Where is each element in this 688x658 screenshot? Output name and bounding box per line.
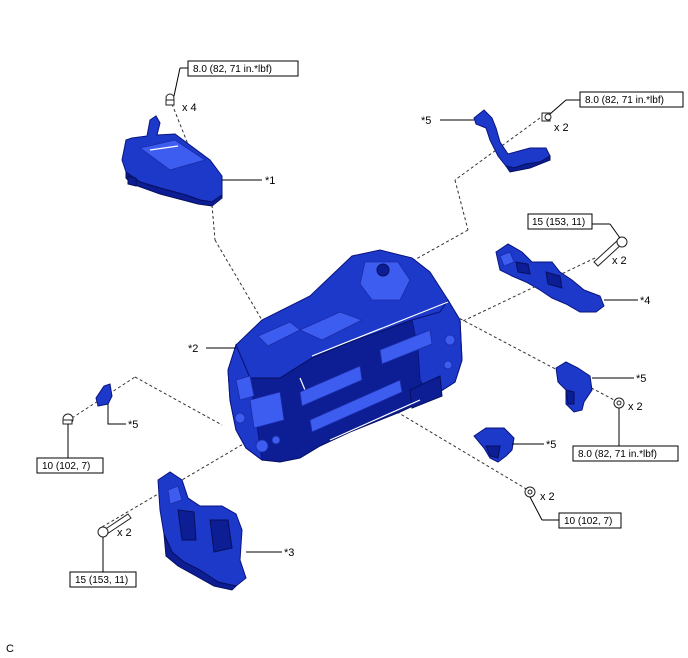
assembly-lines — [71, 103, 619, 528]
callout-part-1: *1 — [222, 175, 275, 187]
torque-value: 15 (153, 11) — [532, 217, 585, 228]
callout-label: *5 — [128, 419, 138, 431]
part-4-bracket — [495, 243, 605, 313]
bolt-icon — [613, 397, 625, 409]
torque-spec-3: 15 (153, 11) — [527, 213, 621, 239]
callout-part-3: *3 — [246, 547, 294, 559]
figure-code: C — [6, 643, 14, 655]
bolt-icon — [541, 112, 552, 122]
torque-value: 8.0 (82, 71 in.*lbf) — [578, 449, 657, 460]
callout-label: *5 — [421, 115, 431, 127]
quantity-label: x 2 — [554, 122, 569, 134]
bolt-icon — [593, 236, 628, 267]
quantity-label: x 2 — [540, 491, 555, 503]
quantity-label: x 4 — [182, 102, 197, 114]
callout-label: *4 — [640, 295, 650, 307]
part-5-bracket-top — [473, 109, 551, 173]
torque-spec-7: 15 (153, 11) — [69, 537, 137, 588]
torque-value: 10 (102, 7) — [42, 461, 90, 472]
part-5-bracket-right — [555, 361, 593, 413]
part-3-bracket — [157, 471, 247, 591]
callout-part-5-right: *5 — [592, 373, 646, 385]
callout-label: *1 — [265, 175, 275, 187]
torque-value: 15 (153, 11) — [75, 575, 128, 586]
torque-value: 8.0 (82, 71 in.*lbf) — [193, 64, 272, 75]
callout-part-2: *2 — [188, 343, 236, 355]
quantity-label: x 2 — [117, 527, 132, 539]
quantity-label: x 2 — [612, 255, 627, 267]
torque-spec-6: 10 (102, 7) — [529, 496, 622, 529]
part-5-bracket-left — [95, 383, 113, 407]
torque-spec-1: 8.0 (82, 71 in.*lbf) — [173, 60, 299, 97]
callout-part-5-lower: *5 — [512, 439, 556, 451]
part-2-inverter-assembly — [227, 249, 463, 463]
callout-label: *3 — [284, 547, 294, 559]
torque-spec-4: 8.0 (82, 71 in.*lbf) — [572, 408, 679, 462]
bolt-icon — [165, 93, 175, 106]
callout-part-4: *4 — [604, 295, 650, 307]
bolt-icon — [62, 413, 74, 425]
callout-label: *5 — [546, 439, 556, 451]
part-1-cover — [121, 115, 223, 207]
callout-part-5-left: *5 — [107, 404, 138, 431]
bolt-icon — [524, 486, 536, 498]
part-5-bracket-lower — [473, 427, 515, 463]
torque-value: 8.0 (82, 71 in.*lbf) — [585, 95, 664, 106]
callout-label: *2 — [188, 343, 198, 355]
torque-spec-5: 10 (102, 7) — [36, 424, 104, 474]
torque-value: 10 (102, 7) — [564, 516, 612, 527]
torque-spec-2: 8.0 (82, 71 in.*lbf) — [549, 91, 684, 115]
callout-part-5-top: *5 — [421, 115, 474, 127]
quantity-label: x 2 — [628, 401, 643, 413]
callout-label: *5 — [636, 373, 646, 385]
